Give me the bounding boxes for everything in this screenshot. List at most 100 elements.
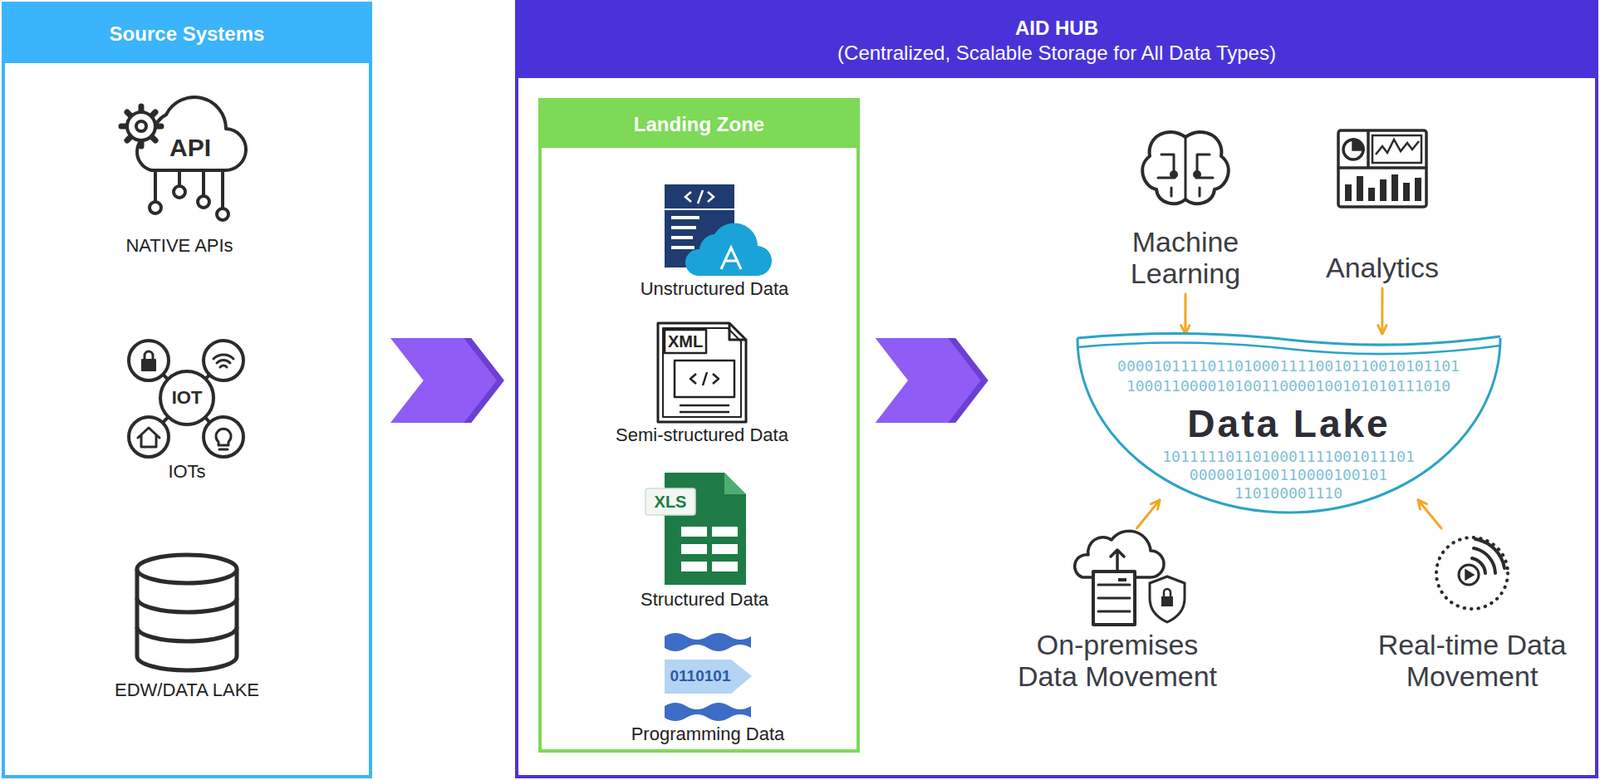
analytics-icon-part: [1344, 184, 1352, 202]
on-premises-icon: [1074, 530, 1185, 625]
flow-arrow: [1418, 500, 1442, 529]
on-premises-icon-part: [1110, 549, 1124, 570]
database-icon-part: [137, 554, 237, 584]
programming-icon-part: [664, 633, 751, 652]
analytics-icon-part: [1353, 139, 1364, 150]
xml-icon-part: [664, 329, 707, 354]
flow-chevron: [390, 338, 497, 423]
real-time-icon-part: [1465, 569, 1474, 580]
capability-node: Machine Learning: [1110, 124, 1261, 291]
xls-icon-part: [711, 526, 738, 537]
header-band: Source Systems: [4, 4, 369, 64]
source-label: EDW/DATA LAKE: [114, 679, 260, 701]
xls-icon-part: [681, 526, 707, 537]
unstructured-icon-part: [671, 245, 695, 250]
capability-label: Machine Learning: [1110, 225, 1261, 290]
api-icon-part: [149, 201, 162, 214]
iot-icon-part: [213, 354, 234, 368]
iot-icon-part: [137, 427, 160, 447]
real-time-icon-part: [1472, 539, 1505, 574]
analytics-icon-part: [1368, 187, 1375, 202]
iot-icon-part: [215, 428, 231, 450]
unstructured-icon-part: [685, 222, 772, 276]
xls-icon-part: [681, 561, 707, 572]
icon-text: API: [169, 133, 212, 163]
xml-icon-part: [690, 372, 719, 386]
xls-icon-part: [681, 544, 707, 555]
api-icon-part: [216, 208, 229, 221]
flow-arrow: [1136, 500, 1160, 529]
real-time-icon-part: [1436, 537, 1508, 609]
panel-heading: Source Systems: [109, 21, 266, 47]
capability-label: On-premises Data Movement: [1009, 628, 1226, 693]
programming-icon-part: [664, 659, 752, 694]
on-premises-icon-part: [1149, 576, 1185, 623]
iot-icon: [128, 340, 244, 457]
icon-text: XLS: [654, 492, 688, 512]
capability-label: Real-time Data Movement: [1368, 628, 1576, 693]
on-premises-icon-part: [1163, 588, 1171, 597]
iot-icon-part: [203, 340, 244, 381]
capability-node: Analytics: [1307, 124, 1458, 285]
iot-icon-part: [144, 351, 153, 360]
brain-icon-part: [1171, 171, 1177, 177]
programming-icon-part: [664, 702, 751, 722]
unstructured-icon-part: [671, 235, 693, 240]
panel-subheading: (Centralized, Scalable Storage for All D…: [837, 40, 1277, 66]
source-panel: Source Systems: [1, 1, 373, 779]
data-type-label: Semi-structured Data: [615, 424, 789, 446]
landing-zone: Landing Zone: [538, 98, 860, 753]
api-icon-part: [121, 106, 162, 147]
lake-rim: [1077, 342, 1501, 354]
capability-label: Analytics: [1307, 251, 1458, 284]
programming-icon: [664, 633, 752, 722]
brain-icon-part: [1194, 171, 1200, 177]
analytics-icon-part: [1338, 130, 1427, 168]
api-icon-part: [127, 112, 156, 141]
xls-icon-part: [711, 561, 738, 572]
analytics-icon-part: [1338, 130, 1427, 207]
header-band: Landing Zone: [541, 101, 857, 148]
movement-node: Real-time Data Movement: [1368, 519, 1576, 694]
api-icon-part: [155, 170, 223, 209]
data-type-label: Unstructured Data: [640, 278, 790, 300]
brain-icon: [1142, 132, 1228, 204]
xml-icon-part: [674, 360, 735, 398]
analytics-icon-part: [1372, 135, 1422, 163]
unstructured-icon-part: [671, 225, 697, 230]
data-type-label: Programming Data: [631, 723, 786, 745]
api-icon: [121, 97, 246, 221]
analytics-icon-part: [1343, 139, 1364, 160]
on-premises-icon-part: [1093, 571, 1135, 625]
xml-icon-part: [657, 323, 747, 423]
analytics-icon-part: [1379, 179, 1387, 202]
source-label: IOTs: [167, 461, 206, 482]
xls-icon-part: [645, 488, 696, 516]
analytics-icon-part: [1391, 174, 1399, 202]
iot-icon-part: [142, 359, 156, 371]
icon-text: IOT: [171, 387, 203, 408]
brain-icon-part: [1142, 132, 1228, 204]
on-premises-icon-part: [1118, 578, 1127, 582]
iot-icon-part: [128, 417, 169, 457]
xls-icon-part: [724, 472, 747, 495]
api-icon-part: [173, 186, 186, 198]
icon-text: 0110101: [670, 667, 732, 686]
panel-heading: AID HUB: [1015, 15, 1099, 41]
database-icon: [137, 554, 237, 671]
on-premises-icon-part: [1098, 584, 1130, 612]
analytics-icon-part: [1375, 139, 1419, 155]
source-label: NATIVE APIs: [125, 235, 233, 256]
iot-icon-part: [203, 417, 244, 457]
hub-panel: AID HUB(Centralized, Scalable Storage fo…: [515, 0, 1599, 779]
unstructured-icon-part: [671, 215, 700, 220]
unstructured-icon: [664, 184, 772, 276]
lake-title: Data Lake: [1075, 404, 1502, 443]
real-time-icon-part: [1458, 564, 1479, 585]
unstructured-icon-part: [721, 247, 742, 270]
analytics-icon-part: [1403, 182, 1410, 202]
data-lake: Data Lake: [1075, 331, 1502, 516]
brain-icon-part: [1158, 137, 1213, 200]
analytics-icon-part: [1356, 176, 1364, 202]
